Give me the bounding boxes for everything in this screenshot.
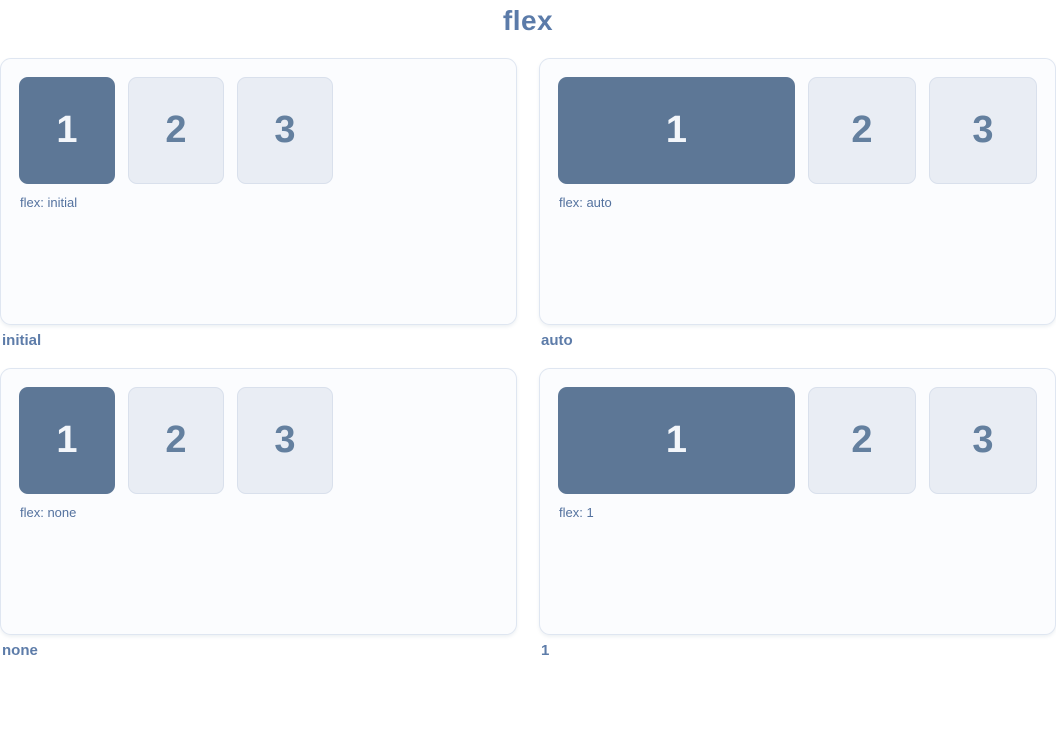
flex-container-1: 1 2 3 (558, 387, 1037, 494)
flex-box-2: 2 (808, 77, 916, 184)
flex-box-2: 2 (128, 387, 224, 494)
flex-value-label: flex: none (20, 505, 77, 520)
demo-panel-auto: 1 2 3 flex: auto (539, 58, 1056, 325)
demo-panel-initial: 1 2 3 flex: initial (0, 58, 517, 325)
demo-grid: 1 2 3 flex: initial initial 1 2 3 flex: … (0, 58, 1056, 678)
panel-caption-initial: initial (2, 332, 42, 349)
panel-caption-auto: auto (541, 332, 573, 349)
demo-cell-1: 1 2 3 flex: 1 1 (539, 368, 1056, 678)
flex-box-1: 1 (19, 77, 115, 184)
demo-cell-auto: 1 2 3 flex: auto auto (539, 58, 1056, 368)
flex-box-2: 2 (808, 387, 916, 494)
flex-container-auto: 1 2 3 (558, 77, 1037, 184)
flex-container-none: 1 2 3 (19, 387, 498, 494)
demo-cell-initial: 1 2 3 flex: initial initial (0, 58, 517, 368)
flex-value-label: flex: initial (20, 195, 78, 210)
flex-box-3: 3 (929, 387, 1037, 494)
flex-box-2: 2 (128, 77, 224, 184)
demo-panel-none: 1 2 3 flex: none (0, 368, 517, 635)
flex-value-label: flex: auto (559, 195, 612, 210)
demo-panel-1: 1 2 3 flex: 1 (539, 368, 1056, 635)
page-title: flex (502, 5, 554, 36)
flex-box-1: 1 (558, 387, 795, 494)
flex-box-1: 1 (19, 387, 115, 494)
flex-box-3: 3 (929, 77, 1037, 184)
flex-value-label: flex: 1 (559, 505, 594, 520)
panel-caption-1: 1 (541, 642, 550, 659)
flex-container-initial: 1 2 3 (19, 77, 498, 184)
flex-box-3: 3 (237, 77, 333, 184)
panel-caption-none: none (2, 642, 38, 659)
flex-box-1: 1 (558, 77, 795, 184)
demo-cell-none: 1 2 3 flex: none none (0, 368, 517, 678)
flex-box-3: 3 (237, 387, 333, 494)
